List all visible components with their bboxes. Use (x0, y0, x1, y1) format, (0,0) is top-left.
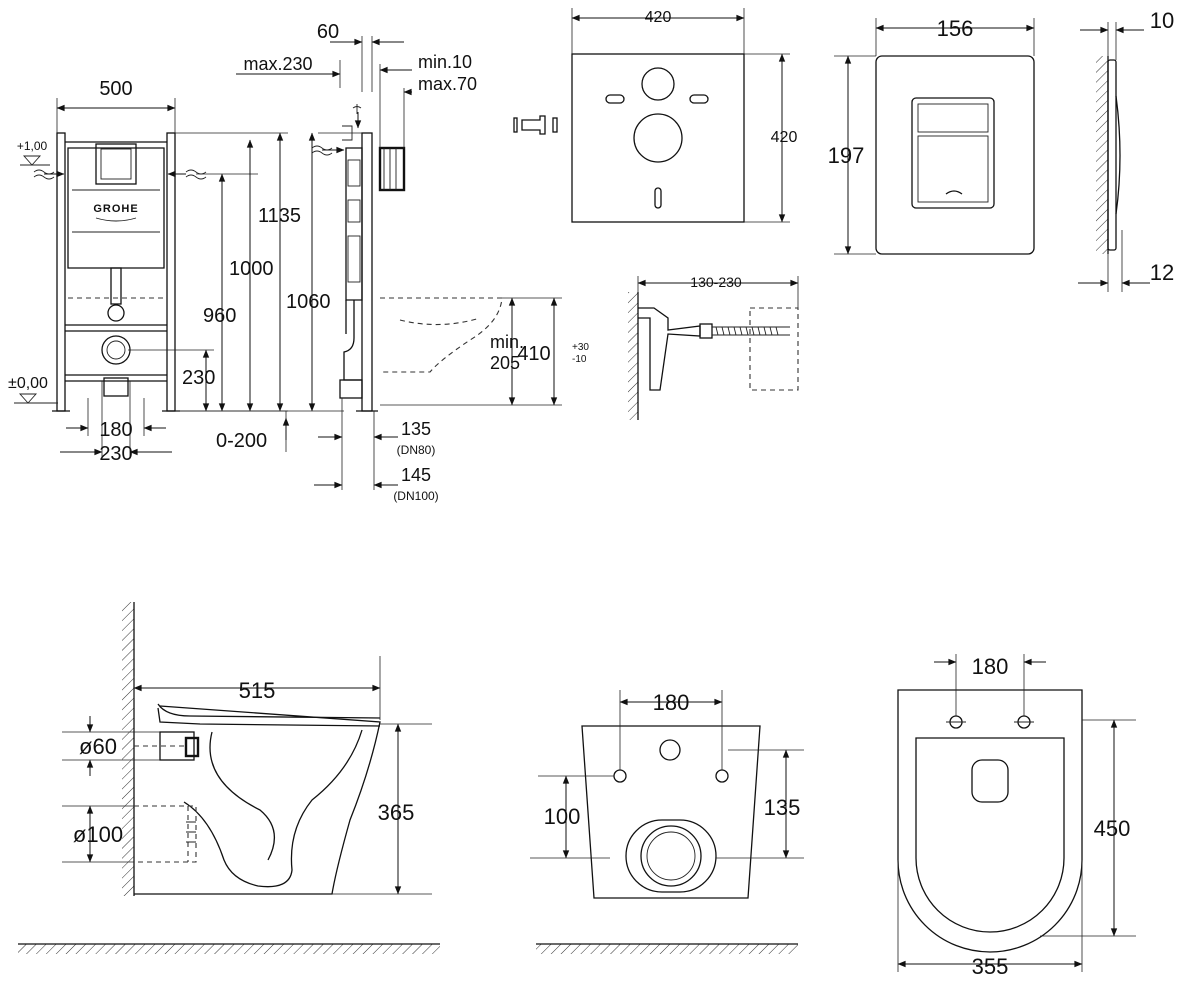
wall-bolt-view: 130-230 (628, 274, 799, 420)
dim-top-width: 355 (972, 954, 1009, 979)
dim-back-135: 135 (764, 795, 801, 820)
dim-plate-thickness-top: 10 (1150, 8, 1174, 33)
dim-1135: 1135 (258, 205, 301, 227)
flush-plate-front: 156 197 (828, 16, 1035, 255)
bowl-top-view: 180 450 355 (897, 654, 1136, 979)
level-top-label: +1,00 (17, 139, 48, 153)
dim-1060: 1060 (286, 291, 331, 313)
dim-dn100: (DN100) (393, 489, 438, 503)
dim-top-bolt-spacing: 180 (972, 654, 1009, 679)
dim-frame-width: 500 (99, 78, 132, 100)
frame-side-view: 60 max.230 min.10 max.70 1060 0-200 min.… (180, 21, 589, 503)
flush-plate-side: 10 12 (1078, 8, 1174, 292)
dim-230-height: 230 (182, 367, 215, 389)
grohe-logo: GROHE (93, 203, 138, 215)
dim-bolt-range: 130-230 (690, 274, 742, 290)
dim-dn80: (DN80) (397, 443, 436, 457)
dim-min-label: min. (490, 332, 524, 352)
dim-plate-width: 156 (937, 16, 974, 41)
dim-960: 960 (203, 305, 236, 327)
dim-pad-height: 420 (771, 129, 798, 146)
dim-min-205: 205 (490, 353, 520, 373)
frame-front-view: GROHE +1,00 ±0,00 500 (8, 78, 301, 465)
dim-60-side: 60 (317, 21, 339, 43)
dim-0-200: 0-200 (216, 430, 267, 452)
dim-1000: 1000 (229, 258, 274, 280)
dim-plate-height: 197 (828, 143, 865, 168)
dim-135-side: 135 (401, 419, 431, 439)
dim-min10: min.10 (418, 52, 472, 72)
dim-plate-thickness-bottom: 12 (1150, 260, 1174, 285)
dim-145-side: 145 (401, 465, 431, 485)
dim-410-tol-plus: +30 (572, 342, 589, 353)
dim-230-front: 230 (99, 443, 132, 465)
bowl-side-view: 515 365 ø60 ø100 (18, 602, 440, 954)
dim-d60: ø60 (79, 734, 117, 759)
sound-pad-view: 420 420 (513, 8, 798, 223)
dim-410-tol-minus: -10 (572, 354, 587, 365)
dim-back-bolt-spacing: 180 (653, 690, 690, 715)
dim-d100: ø100 (73, 822, 123, 847)
dim-pad-width: 420 (645, 9, 672, 26)
dim-180-front: 180 (99, 419, 132, 441)
dim-top-length: 450 (1094, 816, 1131, 841)
dim-max70: max.70 (418, 74, 477, 94)
dim-bowl-height: 365 (378, 800, 415, 825)
dim-back-100: 100 (544, 804, 581, 829)
dim-max230: max.230 (243, 54, 312, 74)
dim-410: 410 (517, 343, 550, 365)
bowl-back-view: 180 100 135 (530, 690, 804, 954)
level-floor-label: ±0,00 (8, 375, 48, 392)
dim-bowl-length: 515 (239, 678, 276, 703)
